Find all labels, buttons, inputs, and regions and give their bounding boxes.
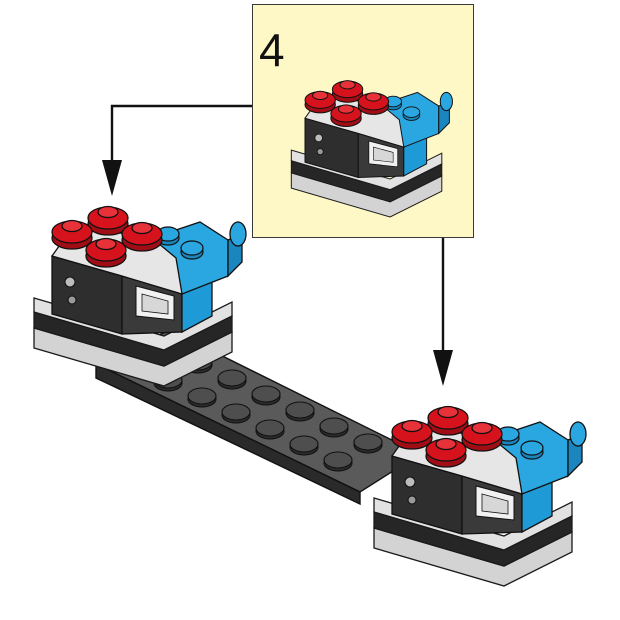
left-end-module [33,205,247,387]
step-callout-box: 4 [252,4,474,238]
callout-subassembly [290,80,453,218]
step-number: 4 [259,24,285,76]
arrow-to-left-module [102,104,252,196]
arrow-to-right-module [433,238,453,386]
right-end-module [373,405,587,587]
